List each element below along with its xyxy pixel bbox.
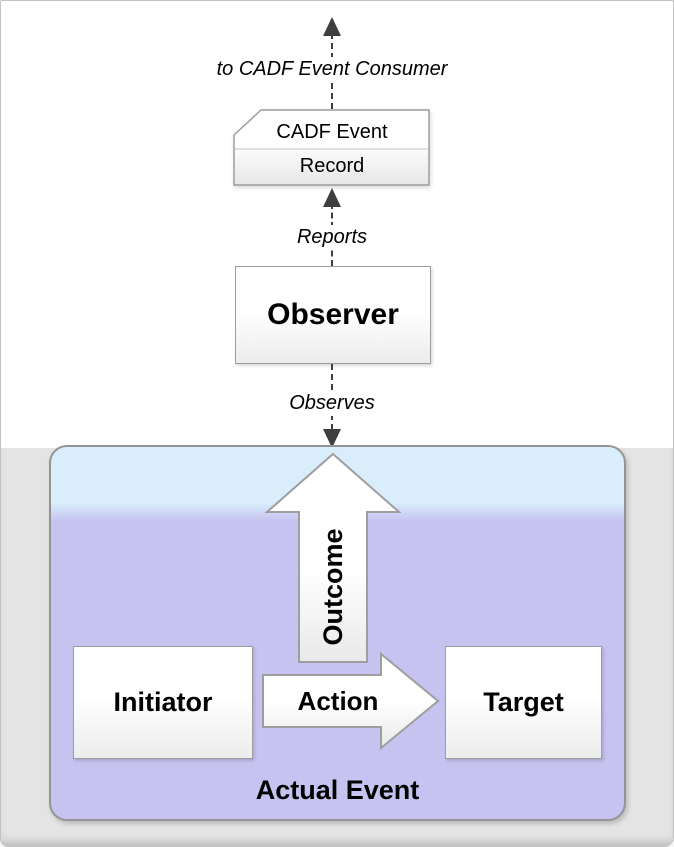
observer-label: Observer — [267, 298, 399, 331]
target-label: Target — [483, 687, 564, 717]
initiator-node: Initiator — [73, 646, 253, 759]
arrow-down-icon — [323, 429, 341, 448]
record-title: CADF Event — [276, 121, 388, 143]
actual-event-label: Actual Event — [255, 775, 420, 805]
consumer-label: to CADF Event Consumer — [208, 57, 456, 82]
target-node: Target — [445, 646, 602, 759]
cadf-event-record-node: CADF Event Record — [233, 109, 431, 187]
outcome-label: Outcome — [318, 528, 348, 646]
reports-label: Reports — [288, 225, 376, 250]
document-shape — [233, 109, 430, 186]
up-arrow-shape — [265, 452, 401, 663]
observer-node: Observer — [235, 266, 431, 364]
arrow-up-icon — [323, 17, 341, 36]
observes-label: Observes — [281, 391, 383, 416]
arrow-up-icon — [323, 188, 341, 207]
record-subtitle: Record — [299, 155, 365, 177]
action-label: Action — [297, 686, 379, 716]
right-arrow-shape — [262, 651, 440, 751]
initiator-label: Initiator — [113, 687, 213, 717]
